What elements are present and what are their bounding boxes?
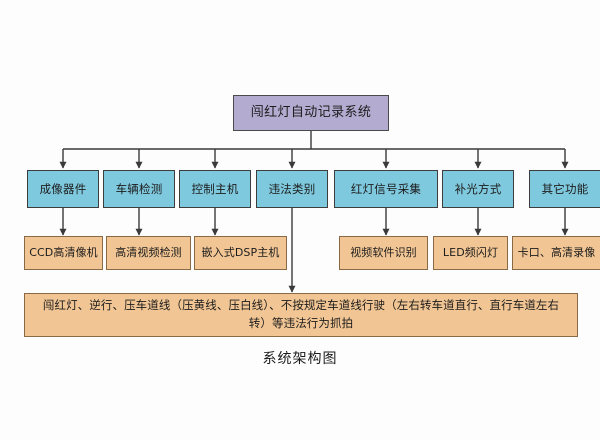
category-label: 控制主机 [191, 181, 239, 196]
implementation-label: 嵌入式DSP主机 [201, 245, 280, 259]
implementation-node-video-software-recognition[interactable]: 视频软件识别 [339, 236, 428, 270]
root-node[interactable]: 闯红灯自动记录系统 [233, 95, 389, 131]
category-node-violation-type[interactable]: 违法类别 [256, 170, 328, 208]
violation-list-node[interactable]: 闯红灯、逆行、压车道线（压黄线、压白线）、不按规定车道线行驶（左右转车道直行、直… [24, 293, 578, 337]
implementation-node-checkpoint-hd-recording[interactable]: 卡口、高清录像 [512, 236, 600, 270]
category-node-fill-light[interactable]: 补光方式 [442, 170, 514, 208]
diagram-caption: 系统架构图 [262, 351, 338, 367]
category-node-imaging-device[interactable]: 成像器件 [27, 170, 99, 208]
implementation-label: LED频闪灯 [442, 245, 499, 259]
implementation-label: 卡口、高清录像 [517, 245, 596, 259]
category-node-control-host[interactable]: 控制主机 [179, 170, 251, 208]
category-node-red-light-signal[interactable]: 红灯信号采集 [334, 170, 438, 208]
category-label: 成像器件 [39, 181, 87, 196]
implementation-node-led-strobe[interactable]: LED频闪灯 [433, 236, 508, 270]
category-label: 红灯信号采集 [350, 181, 422, 196]
implementation-label: 视频软件识别 [350, 245, 417, 259]
category-node-other-functions[interactable]: 其它功能 [529, 170, 600, 208]
implementation-label: 高清视频检测 [115, 245, 182, 259]
category-label: 违法类别 [268, 181, 316, 196]
category-label: 其它功能 [541, 181, 589, 196]
category-node-vehicle-detection[interactable]: 车辆检测 [103, 170, 175, 208]
violation-list-label: 闯红灯、逆行、压车道线（压黄线、压白线）、不按规定车道线行驶（左右转车道直行、直… [42, 298, 560, 330]
implementation-node-ccd-camera[interactable]: CCD高清像机 [24, 236, 103, 270]
category-label: 补光方式 [454, 181, 502, 196]
implementation-node-hd-video-detection[interactable]: 高清视频检测 [106, 236, 191, 270]
root-node-label: 闯红灯自动记录系统 [250, 104, 372, 120]
category-label: 车辆检测 [115, 181, 163, 196]
implementation-node-embedded-dsp-host[interactable]: 嵌入式DSP主机 [194, 236, 287, 270]
implementation-label: CCD高清像机 [29, 245, 98, 259]
